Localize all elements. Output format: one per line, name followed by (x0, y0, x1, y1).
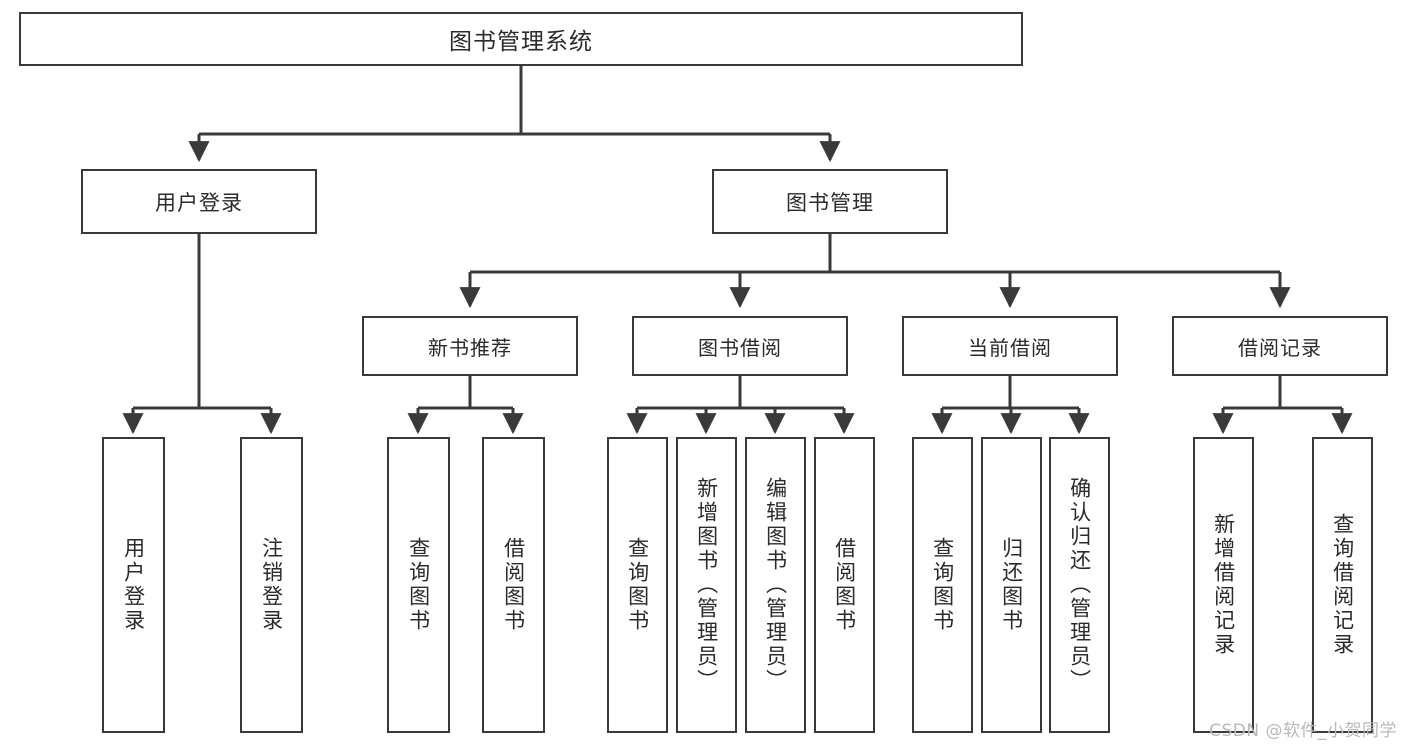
node-user-login[interactable]: 用户登录 (81, 169, 317, 234)
node-borrow-record[interactable]: 借阅记录 (1172, 316, 1388, 376)
node-label: 确认归还（管理员） (1067, 477, 1092, 693)
leaf-recommend-borrow-book[interactable]: 借阅图书 (482, 437, 545, 733)
leaf-user-login-login[interactable]: 用户登录 (102, 437, 165, 733)
leaf-record-query-record[interactable]: 查询借阅记录 (1312, 437, 1373, 733)
leaf-borrow-borrow-book[interactable]: 借阅图书 (814, 437, 875, 733)
node-label: 查询图书 (625, 537, 650, 633)
node-label: 用户登录 (121, 537, 146, 633)
node-label: 查询图书 (406, 537, 431, 633)
node-book-management[interactable]: 图书管理 (712, 169, 948, 234)
node-book-borrow[interactable]: 图书借阅 (632, 316, 848, 376)
node-label: 新增借阅记录 (1211, 513, 1236, 657)
node-label: 当前借阅 (968, 335, 1052, 360)
node-label: 图书借阅 (698, 335, 782, 360)
node-label: 借阅图书 (832, 537, 857, 633)
leaf-record-add-record[interactable]: 新增借阅记录 (1193, 437, 1254, 733)
node-label: 借阅图书 (501, 537, 526, 633)
node-root[interactable]: 图书管理系统 (19, 12, 1023, 66)
node-label: 查询借阅记录 (1330, 513, 1355, 657)
node-label: 图书管理系统 (449, 29, 593, 55)
node-label: 归还图书 (999, 537, 1024, 633)
node-label: 编辑图书（管理员） (763, 477, 788, 693)
node-label: 注销登录 (259, 537, 284, 633)
node-label: 图书管理 (786, 190, 874, 215)
node-label: 新书推荐 (428, 335, 512, 360)
node-label: 借阅记录 (1238, 335, 1322, 360)
leaf-recommend-query-book[interactable]: 查询图书 (387, 437, 450, 733)
leaf-current-query-book[interactable]: 查询图书 (912, 437, 973, 733)
node-current-borrow[interactable]: 当前借阅 (902, 316, 1118, 376)
leaf-current-confirm-return[interactable]: 确认归还（管理员） (1049, 437, 1110, 733)
leaf-borrow-query-book[interactable]: 查询图书 (607, 437, 668, 733)
leaf-borrow-add-book[interactable]: 新增图书（管理员） (676, 437, 737, 733)
node-label: 查询图书 (930, 537, 955, 633)
node-label: 用户登录 (155, 190, 243, 215)
node-new-book-recommend[interactable]: 新书推荐 (362, 316, 578, 376)
leaf-user-login-logout[interactable]: 注销登录 (240, 437, 303, 733)
leaf-current-return-book[interactable]: 归还图书 (981, 437, 1042, 733)
node-label: 新增图书（管理员） (694, 477, 719, 693)
leaf-borrow-edit-book[interactable]: 编辑图书（管理员） (745, 437, 806, 733)
